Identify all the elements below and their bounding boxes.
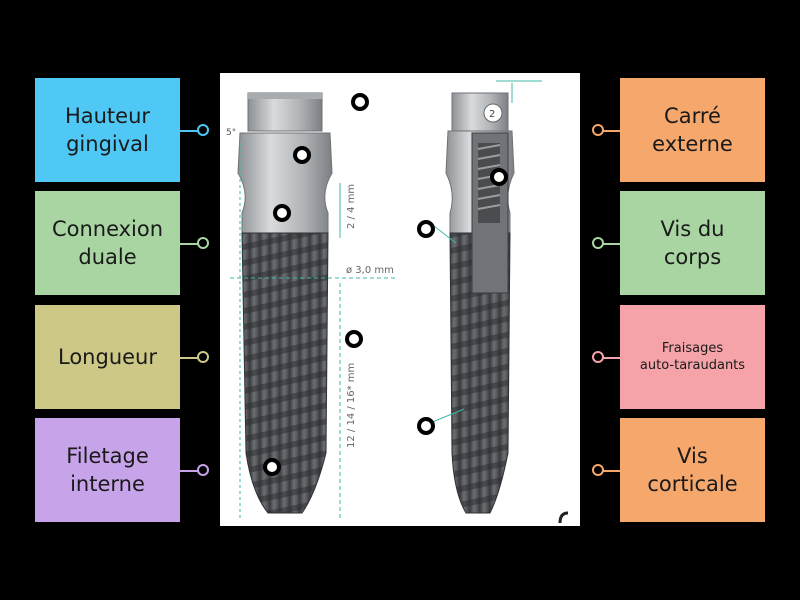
connector-line — [598, 357, 620, 359]
marker-circle — [483, 103, 503, 123]
connector-line — [598, 130, 620, 132]
label-filetage-interne[interactable]: Filetage interne — [35, 418, 180, 522]
hotspot-apex-left[interactable] — [263, 458, 281, 476]
marker-label: 2 — [489, 109, 495, 120]
hotspot-head-left[interactable] — [351, 93, 369, 111]
label-text: Vis du corps — [660, 217, 725, 269]
label-text: Longueur — [58, 345, 157, 369]
implant-illustration: 5° 2 / 4 mm ø 3,0 mm 12 / 14 / 16* mm — [226, 80, 569, 524]
connector-line — [180, 357, 202, 359]
label-text: Hauteur gingival — [64, 104, 151, 156]
label-fraisages-auto-taraudants[interactable]: Fraisages auto-taraudants — [620, 305, 765, 409]
connector-line — [180, 470, 202, 472]
connector-line — [598, 470, 620, 472]
connector-pin[interactable] — [592, 237, 604, 249]
connector-pin[interactable] — [592, 464, 604, 476]
connector-pin[interactable] — [197, 351, 209, 363]
label-vis-corticale[interactable]: Vis corticale — [620, 418, 765, 522]
connector-line — [180, 243, 202, 245]
label-hauteur-gingival[interactable]: Hauteur gingival — [35, 78, 180, 182]
angle-label: 5° — [226, 128, 236, 138]
implant-threaded-body — [449, 232, 511, 514]
diameter-label: ø 3,0 mm — [346, 265, 394, 276]
right-implant: 2 — [429, 80, 542, 514]
hotspot-connexion-left[interactable] — [273, 204, 291, 222]
label-carre-externe[interactable]: Carré externe — [620, 78, 765, 182]
connector-pin[interactable] — [197, 464, 209, 476]
implant-threaded-body — [241, 232, 329, 514]
label-text: Fraisages auto-taraudants — [639, 341, 746, 373]
label-vis-du-corps[interactable]: Vis du corps — [620, 191, 765, 295]
label-text: Connexion duale — [51, 217, 164, 269]
length-label: 12 / 14 / 16* mm — [346, 363, 357, 448]
label-text: Filetage interne — [66, 444, 149, 496]
label-connexion-duale[interactable]: Connexion duale — [35, 191, 180, 295]
implant-head — [247, 92, 323, 132]
implant-figure: 5° 2 / 4 mm ø 3,0 mm 12 / 14 / 16* mm — [220, 73, 580, 526]
hotspot-internal-right[interactable] — [490, 168, 508, 186]
hotspot-body-right[interactable] — [417, 220, 435, 238]
label-longueur[interactable]: Longueur — [35, 305, 180, 409]
label-text: Carré externe — [652, 104, 733, 156]
connector-pin[interactable] — [197, 237, 209, 249]
label-text: Vis corticale — [647, 444, 738, 496]
left-implant: 5° 2 / 4 mm ø 3,0 mm 12 / 14 / 16* mm — [226, 92, 395, 518]
hotspot-lower-right[interactable] — [417, 417, 435, 435]
implant-head-rim — [248, 93, 322, 99]
connector-pin[interactable] — [592, 351, 604, 363]
collar-height-label: 2 / 4 mm — [346, 184, 357, 229]
hotspot-collar-left[interactable] — [293, 146, 311, 164]
connector-line — [180, 130, 202, 132]
connector-pin[interactable] — [197, 124, 209, 136]
connector-pin[interactable] — [592, 124, 604, 136]
pointer-line — [429, 408, 465, 424]
hotspot-length-left[interactable] — [345, 330, 363, 348]
corner-mark — [558, 511, 569, 524]
connector-line — [598, 243, 620, 245]
